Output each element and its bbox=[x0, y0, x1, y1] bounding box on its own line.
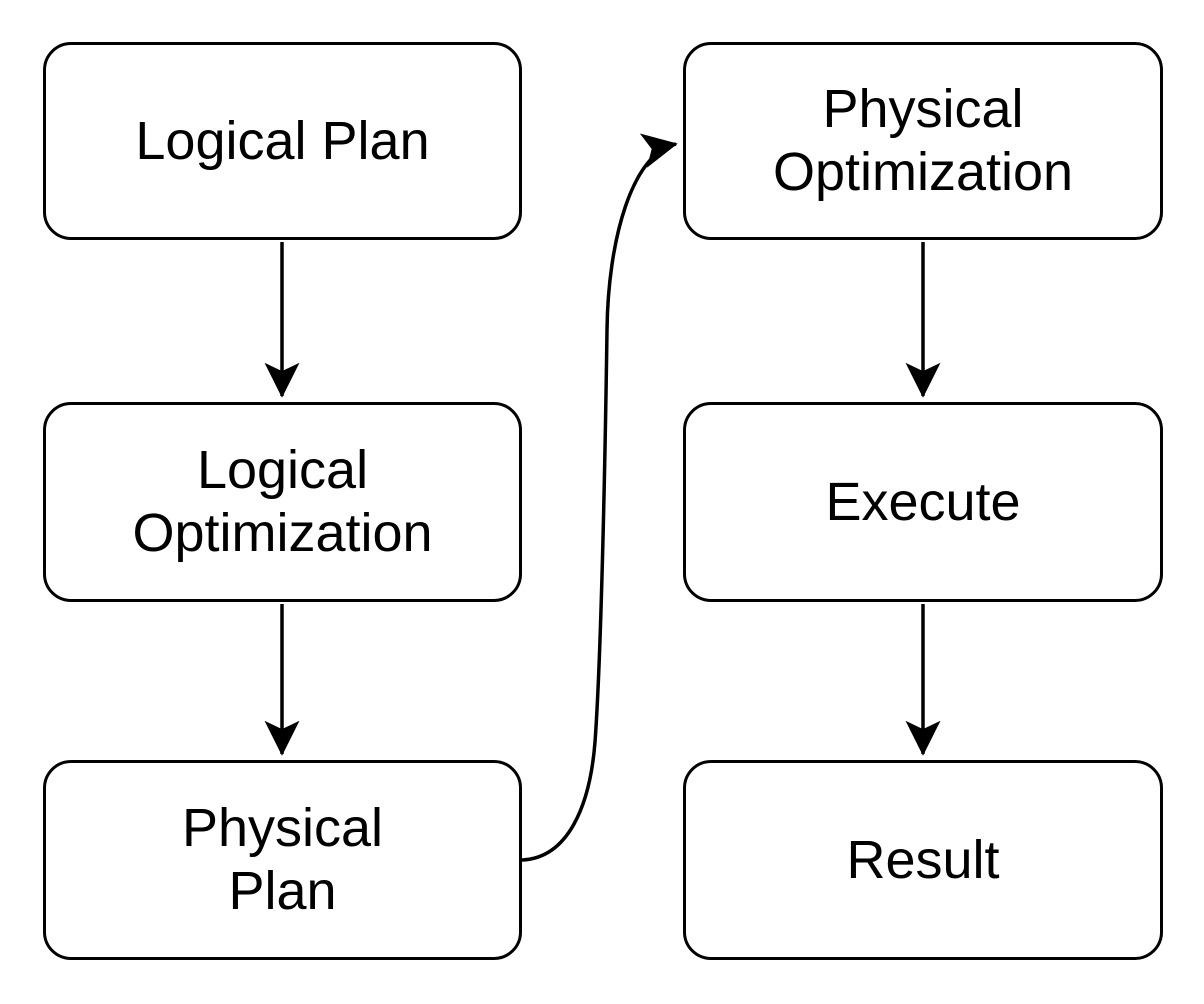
node-logical-optimization: Logical Optimization bbox=[43, 402, 522, 602]
node-physical-optimization: Physical Optimization bbox=[683, 42, 1163, 240]
node-physical-plan: Physical Plan bbox=[43, 760, 522, 960]
node-result: Result bbox=[683, 760, 1163, 960]
node-execute-label: Execute bbox=[825, 471, 1021, 532]
node-physical-optimization-label: Physical Optimization bbox=[772, 79, 1074, 202]
node-logical-plan-label: Logical Plan bbox=[135, 110, 430, 171]
node-execute: Execute bbox=[683, 402, 1163, 602]
node-logical-optimization-label: Logical Optimization bbox=[132, 440, 433, 563]
edge-physical-plan-to-physical-optimization bbox=[521, 133, 678, 862]
node-logical-plan: Logical Plan bbox=[43, 42, 522, 240]
node-result-label: Result bbox=[846, 829, 1000, 890]
node-physical-plan-label: Physical Plan bbox=[181, 798, 384, 921]
